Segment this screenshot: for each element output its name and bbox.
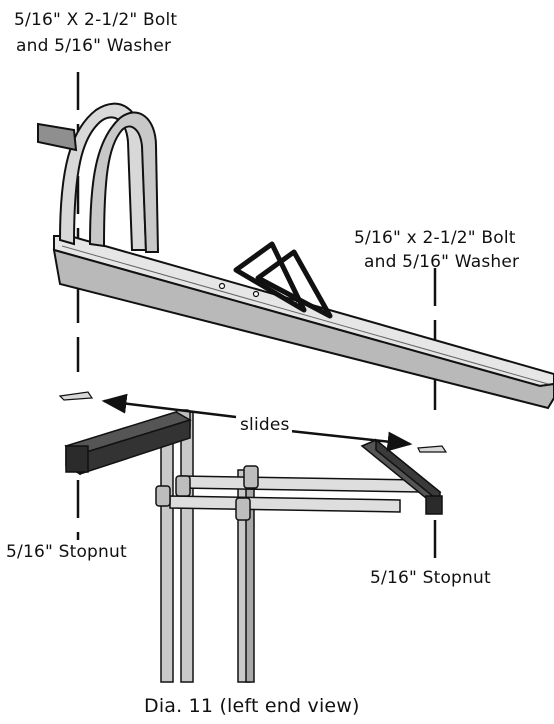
right-bolt-label-line2: and 5/16" Washer xyxy=(364,252,520,272)
slides-arrows xyxy=(101,393,413,452)
left-stopnut-label: 5/16" Stopnut xyxy=(6,542,127,562)
tie-down-brackets xyxy=(233,241,333,319)
slides-label: slides xyxy=(238,413,292,437)
right-slide-block xyxy=(360,438,443,515)
frame-crossbars xyxy=(169,475,421,513)
right-stopnut-label: 5/16" Stopnut xyxy=(370,568,491,588)
diagram-caption: Dia. 11 (left end view) xyxy=(144,695,360,717)
right-bolt-label-line1: 5/16" x 2-1/2" Bolt xyxy=(354,228,516,248)
top-left-bolt-label-line2: and 5/16" Washer xyxy=(16,36,172,56)
left-slide-block xyxy=(64,411,192,476)
stopnut-shapes xyxy=(58,391,448,453)
left-handles xyxy=(37,102,160,253)
frame-uprights xyxy=(160,411,255,683)
top-left-bolt-label-line1: 5/16" X 2-1/2" Bolt xyxy=(14,10,178,30)
